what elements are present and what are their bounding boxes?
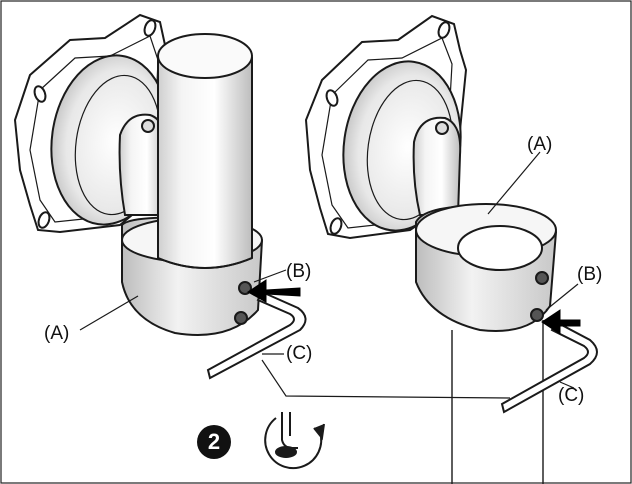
- rotate-wrench-icon: [264, 412, 325, 470]
- right-arrow-b: [541, 309, 581, 335]
- right-leader-c: [559, 381, 575, 389]
- label-right-a: (A): [527, 134, 553, 155]
- right-leader-b: [545, 283, 579, 311]
- right-neck: [412, 116, 462, 216]
- left-leader-a: [79, 295, 139, 331]
- right-set-screw-upper: [535, 271, 549, 285]
- right-flange-hole-1: [437, 21, 451, 39]
- right-flange-hole-2: [325, 89, 339, 107]
- left-flange-hole-1: [143, 19, 157, 37]
- left-set-screw-b: [238, 281, 252, 295]
- label-right-b: (B): [577, 264, 603, 285]
- left-flange-hole-2: [33, 85, 47, 103]
- left-cylinder: [157, 57, 253, 269]
- key-connector-line: [261, 359, 511, 399]
- label-right-c: (C): [558, 385, 585, 406]
- left-arrow-b: [247, 279, 301, 303]
- left-set-screw-lower: [234, 311, 248, 325]
- left-flange-hole-3: [37, 211, 51, 229]
- label-left-c: (C): [286, 343, 313, 364]
- right-set-screw-b: [530, 308, 544, 322]
- right-leader-a: [487, 151, 541, 215]
- left-assembly: [13, 13, 307, 380]
- left-hex-key-c: [206, 290, 307, 380]
- right-hex-key-c: [500, 320, 598, 414]
- right-socket-opening: [457, 225, 543, 271]
- right-assembly: [304, 14, 598, 484]
- right-flange-hole-3: [329, 217, 343, 235]
- label-left-b: (B): [286, 261, 312, 282]
- left-leader-b: [253, 269, 287, 283]
- label-left-a: (A): [44, 323, 70, 344]
- step-number-badge: 2: [197, 425, 231, 459]
